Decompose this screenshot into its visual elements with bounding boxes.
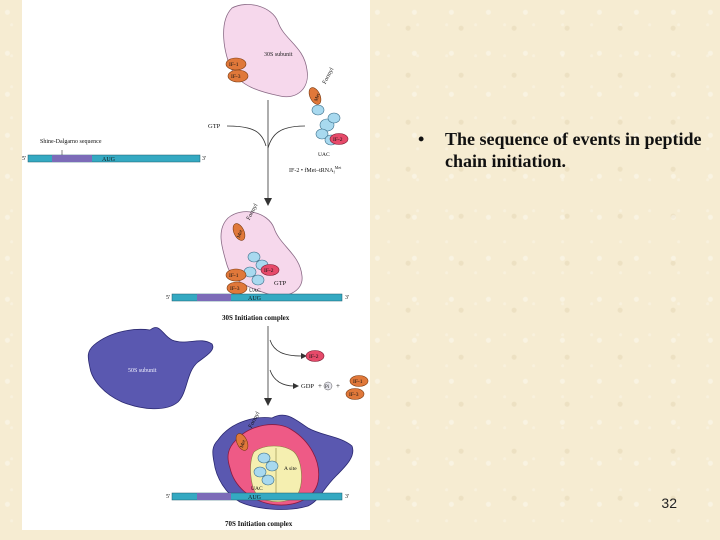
bullet-marker: • [418, 129, 425, 149]
gdp-label: GDP [301, 383, 314, 390]
if3-released-label: IF-3 [349, 392, 359, 398]
mrna3-strand [171, 492, 343, 501]
mrna1-5prime: 5′ [22, 156, 27, 162]
if2-top-label: IF-2 [333, 137, 343, 143]
arrow-if2-in [267, 125, 306, 149]
label-30s-top: 30S subunit [264, 52, 293, 58]
mrna2-3prime: 3′ [345, 295, 350, 301]
met-bottom-label: Met [240, 439, 248, 449]
arrowhead-gdp [293, 383, 299, 389]
pi-circle [323, 381, 333, 391]
initiation-figure-panel: 30S subunit IF-1 IF-3 Met Formyl IF-2 UA… [22, 0, 370, 530]
arrowhead-1 [264, 198, 272, 206]
mrna1-aug: AUG [102, 157, 116, 163]
subunit-50s [87, 327, 214, 410]
arrowhead-2 [264, 398, 272, 406]
if1-mid [225, 268, 247, 282]
uac-mid-label: UAC [249, 288, 261, 294]
mrna2-strand [171, 293, 343, 302]
trna-bottom [253, 452, 279, 486]
mrna3-5prime: 5′ [166, 494, 171, 500]
arrow-gtp-in [226, 125, 267, 147]
a-site-label: A site [284, 466, 297, 472]
if1-released-label: IF-1 [353, 379, 363, 385]
met-bottom [235, 433, 249, 451]
met-top [308, 87, 322, 105]
subunit-30s-top [223, 4, 308, 98]
slide-number: 32 [661, 495, 677, 511]
plus-2: + [336, 382, 340, 390]
met-mid-label: Met [237, 229, 245, 239]
gtp-top-label: GTP [208, 123, 221, 130]
complex-70s-label: 70S Initiation complex [225, 520, 293, 528]
arrow-release-if2 [269, 339, 303, 357]
mrna3-3prime: 3′ [345, 494, 350, 500]
if3-released [345, 388, 365, 400]
if2-released-label: IF-2 [309, 354, 319, 360]
mrna1-3prime: 3′ [202, 156, 207, 162]
if2-complex-label: IF-2 • fMet–tRNAfMet [289, 165, 342, 175]
mrna2-5prime: 5′ [166, 295, 171, 301]
met-top-label: Met [314, 92, 322, 102]
if1-released [349, 375, 369, 387]
trna-mid [243, 251, 269, 286]
shine-dalgarno-label: Shine-Dalgarno sequence [40, 139, 102, 145]
mrna2-aug: AUG [248, 296, 262, 302]
met-mid [232, 223, 246, 241]
mrna3-sd-segment [197, 493, 231, 500]
if3-mid-label: IF-3 [230, 286, 240, 292]
if1-mid-label: IF-1 [229, 273, 239, 279]
gtp-mid-label: GTP [274, 280, 287, 287]
mrna2-sd-segment [197, 294, 231, 301]
if3-top-label: IF-3 [231, 74, 241, 80]
uac-bottom-label: UAC [251, 486, 263, 492]
if3-top [227, 69, 249, 83]
arrow-release-gdp [269, 369, 295, 387]
if2-released [305, 350, 325, 362]
if1-top-label: IF-1 [229, 62, 239, 68]
mrna1-strand [27, 154, 201, 163]
if2-top [329, 133, 349, 145]
bullet-point: • The sequence of events in peptide chai… [418, 128, 708, 172]
uac-top-label: UAC [318, 152, 330, 158]
mrna3-aug: AUG [248, 495, 262, 501]
formyl-top-label: Formyl [322, 67, 336, 86]
complex-30s-label: 30S Initiation complex [222, 314, 290, 322]
pi-label: Pi [325, 385, 330, 390]
if2-mid-label: IF-2 [264, 268, 274, 274]
if2-mid [260, 264, 280, 276]
initiation-diagram: 30S subunit IF-1 IF-3 Met Formyl IF-2 UA… [22, 4, 369, 528]
arrowhead-if2 [301, 353, 307, 359]
mrna1-sd-segment [52, 155, 92, 162]
plus-1: + [318, 382, 322, 390]
label-50s: 50S subunit [128, 368, 157, 374]
bullet-text: The sequence of events in peptide chain … [445, 129, 702, 171]
